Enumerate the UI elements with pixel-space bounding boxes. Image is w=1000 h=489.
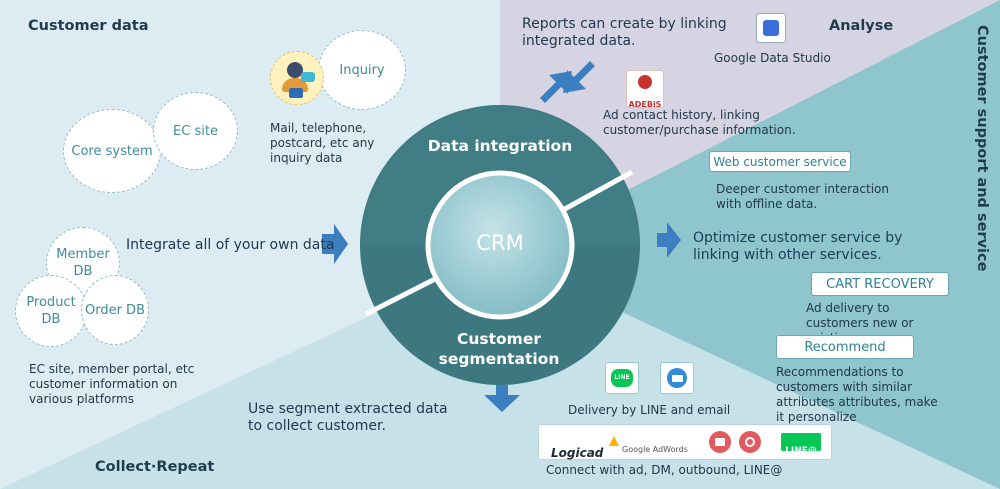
refresh-arrows-icon [540,61,595,103]
google-data-studio-icon [756,13,786,43]
platform-description: EC site, member portal, etc customer inf… [29,362,195,406]
ring-label-data-integration: Data integration [427,137,573,155]
ring-divider [561,169,634,213]
segment-text: Use segment extracted data to collect cu… [248,401,448,434]
google-data-studio-label: Google Data Studio [714,51,831,65]
phone-icon [739,431,761,453]
integrate-text: Integrate all of your own data [126,237,335,253]
adebis-logo: ADEBiS [626,70,664,109]
service-recommend: Recommend [776,335,914,359]
section-title-collect-repeat: Collect·Repeat [95,459,215,475]
service-cart-recovery: CART RECOVERY [811,272,949,296]
adebis-mascot-icon [638,75,652,89]
section-title-support-wrap: Customer support and service [974,25,998,271]
service-web-customer: Web customer service [709,151,851,172]
adebis-logo-text: ADEBiS [628,100,662,109]
email-icon [660,362,694,394]
crm-label: CRM [476,231,524,255]
bubble-order-db: Order DB [81,275,149,345]
channel-logos-strip: Logicad Google AdWords LINE@ [538,424,832,460]
ring-label-customer-segmentation: Customer segmentation [438,330,560,368]
google-adwords-logo: Google AdWords [622,445,688,454]
line-icon-text: LINE [614,374,630,381]
logicad-logo: Logicad [551,446,604,460]
delivery-text: Delivery by LINE and email [568,403,731,417]
crm-core [425,170,575,320]
optimize-text: Optimize customer service by linking wit… [693,230,903,263]
bubble-product-db: Product DB [15,275,87,347]
google-adwords-icon [609,436,619,446]
line-icon: LINE [605,362,639,394]
line-at-logo: LINE@ [781,433,821,456]
inquiry-person-icon [270,51,324,105]
section-title-analyse: Analyse [829,18,894,34]
ring-divider [364,275,439,317]
arrow-down-icon [484,385,520,412]
line-at-logo-text: LINE@ [785,446,817,456]
service-web-customer-desc: Deeper customer interaction with offline… [716,182,889,211]
arrow-right-icon [322,224,348,264]
bubble-inquiry: Inquiry [318,30,406,110]
bubble-ec-site: EC site [153,92,238,170]
connect-text: Connect with ad, DM, outbound, LINE@ [546,463,783,477]
analyse-heading: Reports can create by linking integrated… [522,16,727,49]
arrow-right-icon [657,222,681,258]
bubble-core-system: Core system [63,109,161,193]
section-title-customer-data: Customer data [28,18,149,34]
adebis-description: Ad contact history, linking customer/pur… [603,108,796,137]
dm-mail-icon [709,431,731,453]
inquiry-description: Mail, telephone, postcard, etc any inqui… [270,121,375,165]
service-recommend-desc: Recommendations to customers with simila… [776,365,938,424]
support-region [500,0,1000,489]
section-title-customer-support: Customer support and service [974,25,990,272]
